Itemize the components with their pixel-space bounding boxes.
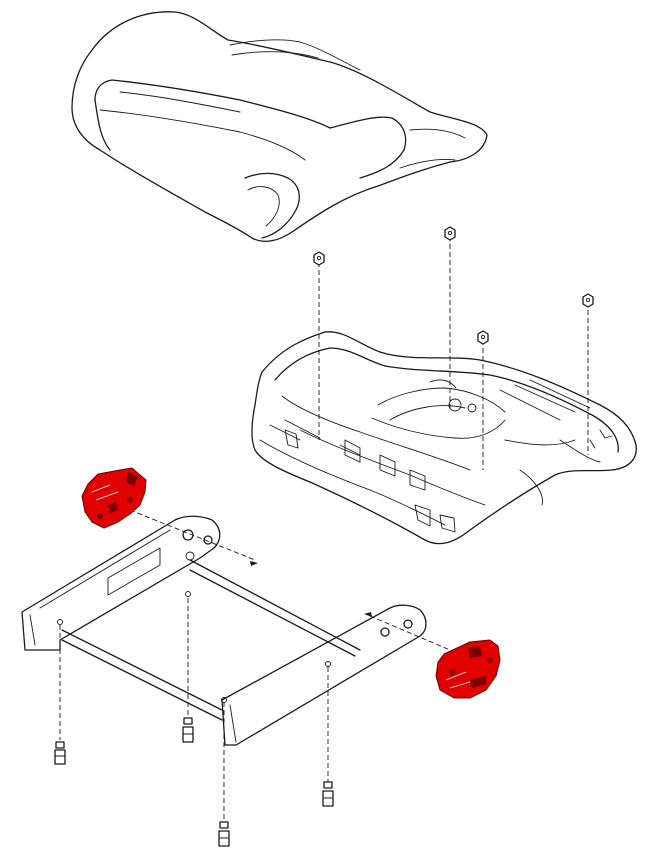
guide-arrows (250, 561, 372, 617)
nut (477, 330, 489, 345)
nut-fasteners (313, 226, 594, 345)
assembly-guide-lines (59, 236, 589, 822)
bolt (218, 821, 230, 847)
bolt (182, 717, 194, 743)
seat-cushion-pad (71, 11, 488, 242)
seat-frame (21, 515, 427, 746)
nut (313, 251, 325, 266)
bolt-fasteners (54, 717, 334, 847)
bolt (54, 741, 66, 765)
nut (444, 226, 456, 241)
hinge-bracket-right (435, 639, 501, 699)
hinge-bracket-left (81, 467, 147, 529)
bolt (322, 781, 334, 807)
seat-pan (251, 331, 637, 545)
nut (582, 293, 594, 308)
